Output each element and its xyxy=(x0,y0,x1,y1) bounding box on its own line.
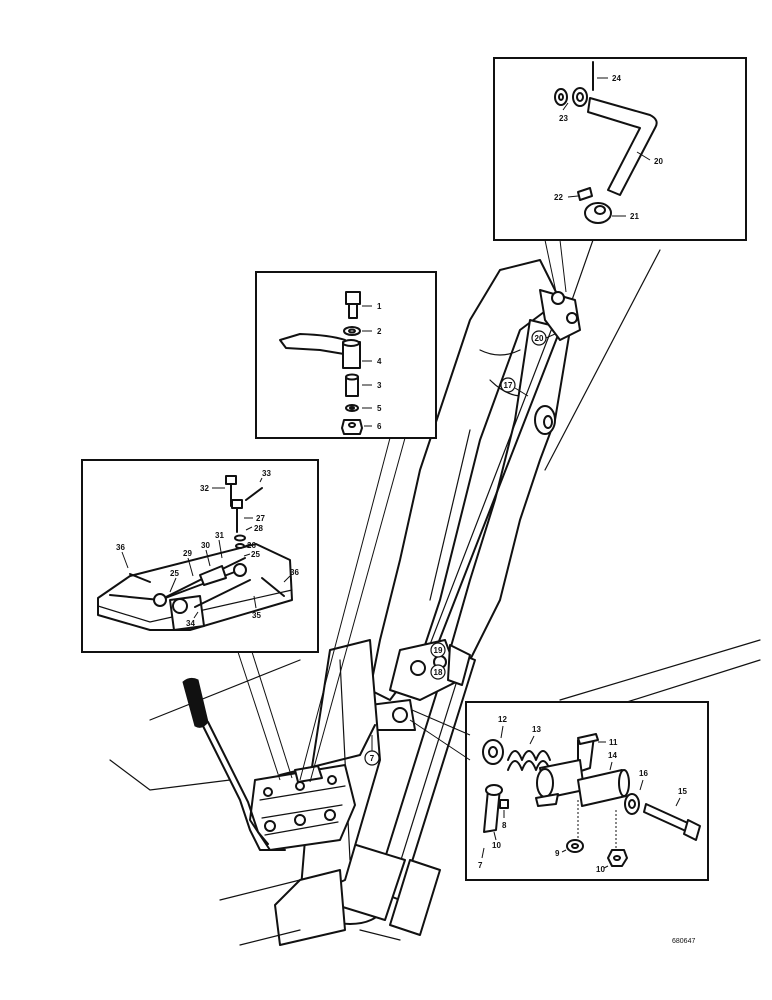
svg-text:26: 26 xyxy=(247,541,256,550)
part-34: 34 xyxy=(186,611,199,628)
svg-text:34: 34 xyxy=(186,619,195,628)
part-20-crank-rod: 20 xyxy=(587,97,663,196)
svg-text:21: 21 xyxy=(630,212,639,221)
part-25-upper: 25 xyxy=(243,550,260,559)
part-35-right: 35 xyxy=(252,595,261,620)
part-10-left: 10 xyxy=(492,831,501,850)
svg-text:19: 19 xyxy=(434,646,443,655)
part-16-washer: 16 xyxy=(624,769,648,815)
svg-text:8: 8 xyxy=(502,821,507,830)
svg-text:24: 24 xyxy=(612,74,621,83)
svg-text:22: 22 xyxy=(554,193,563,202)
svg-text:18: 18 xyxy=(434,668,443,677)
svg-text:3: 3 xyxy=(377,381,382,390)
main-callout-19: 19 xyxy=(430,642,446,658)
part-13-spring: 13 xyxy=(507,725,551,771)
detail-box-20-24: 24 23 20 22 21 xyxy=(493,57,747,293)
figure-id: 680647 xyxy=(672,938,695,945)
svg-text:15: 15 xyxy=(678,787,687,796)
svg-text:27: 27 xyxy=(256,514,265,523)
part-14-pin: 14 xyxy=(577,751,630,807)
svg-text:1: 1 xyxy=(377,302,382,311)
control-lever xyxy=(199,719,286,851)
part-36-left: 36 xyxy=(116,543,151,583)
part-8: 8 xyxy=(499,799,509,830)
detail-box-7-16: 11 12 13 14 xyxy=(409,701,709,881)
part-31: 31 xyxy=(215,531,224,559)
svg-text:13: 13 xyxy=(532,725,541,734)
part-26: 26 xyxy=(235,541,256,550)
svg-text:36: 36 xyxy=(290,568,299,577)
part-10-nut-right: 10 xyxy=(596,849,628,874)
svg-text:9: 9 xyxy=(555,849,560,858)
svg-text:11: 11 xyxy=(609,738,618,747)
part-28: 28 xyxy=(234,524,263,542)
control-rod xyxy=(419,329,561,691)
svg-text:7: 7 xyxy=(478,861,483,870)
svg-text:5: 5 xyxy=(377,404,382,413)
part-36-right: 36 xyxy=(261,568,299,597)
main-callout-18: 18 xyxy=(430,664,446,680)
main-assembly: 17 20 19 18 7 xyxy=(109,219,761,946)
svg-text:7: 7 xyxy=(370,754,375,763)
part-4-lever: 4 xyxy=(279,333,382,369)
svg-text:33: 33 xyxy=(262,469,271,478)
part-27-bolt: 27 xyxy=(231,499,265,533)
part-24-pin: 24 xyxy=(592,61,621,91)
part-33-pin: 33 xyxy=(245,469,271,501)
control-valve xyxy=(249,764,356,851)
main-callout-7: 7 xyxy=(364,735,380,766)
part-6-nut: 6 xyxy=(341,419,382,435)
svg-text:25: 25 xyxy=(251,550,260,559)
svg-text:29: 29 xyxy=(183,549,192,558)
part-29: 29 xyxy=(183,549,194,577)
svg-text:14: 14 xyxy=(608,751,617,760)
part-25-left: 25 xyxy=(169,569,179,593)
part-7-rod-end: 7 xyxy=(478,784,503,870)
svg-text:16: 16 xyxy=(639,769,648,778)
part-30: 30 xyxy=(201,541,211,567)
part-15-bolt: 15 xyxy=(643,787,701,841)
part-9-nut: 9 xyxy=(555,839,584,858)
part-21-collar: 21 xyxy=(584,202,639,224)
svg-text:10: 10 xyxy=(596,865,605,874)
svg-text:36: 36 xyxy=(116,543,125,552)
detail-box-25-36: 32 33 27 28 26 25 31 xyxy=(81,459,319,781)
svg-text:30: 30 xyxy=(201,541,210,550)
part-1-bolt: 1 xyxy=(345,291,382,319)
svg-text:31: 31 xyxy=(215,531,224,540)
svg-text:20: 20 xyxy=(654,157,663,166)
svg-text:20: 20 xyxy=(535,334,544,343)
part-2-washer: 2 xyxy=(343,326,382,336)
svg-text:32: 32 xyxy=(200,484,209,493)
part-12-bushing: 12 xyxy=(482,715,507,765)
svg-text:25: 25 xyxy=(170,569,179,578)
main-callout-20: 20 xyxy=(531,330,556,346)
main-callout-17: 17 xyxy=(500,377,529,397)
svg-text:6: 6 xyxy=(377,422,382,431)
detail-box-1-6: 1 2 4 3 5 xyxy=(255,271,437,783)
svg-text:2: 2 xyxy=(377,327,382,336)
svg-text:12: 12 xyxy=(498,715,507,724)
lever-knob xyxy=(182,677,209,728)
part-23-washers: 23 xyxy=(554,87,588,123)
part-5-washer: 5 xyxy=(345,404,382,413)
svg-text:23: 23 xyxy=(559,114,568,123)
svg-text:17: 17 xyxy=(504,381,513,390)
part-22-setscrew: 22 xyxy=(554,187,593,202)
svg-text:10: 10 xyxy=(492,841,501,850)
svg-text:28: 28 xyxy=(254,524,263,533)
svg-text:35: 35 xyxy=(252,611,261,620)
svg-text:4: 4 xyxy=(377,357,382,366)
part-3-bushing: 3 xyxy=(345,373,382,397)
part-11-bracket: 11 xyxy=(577,733,618,773)
